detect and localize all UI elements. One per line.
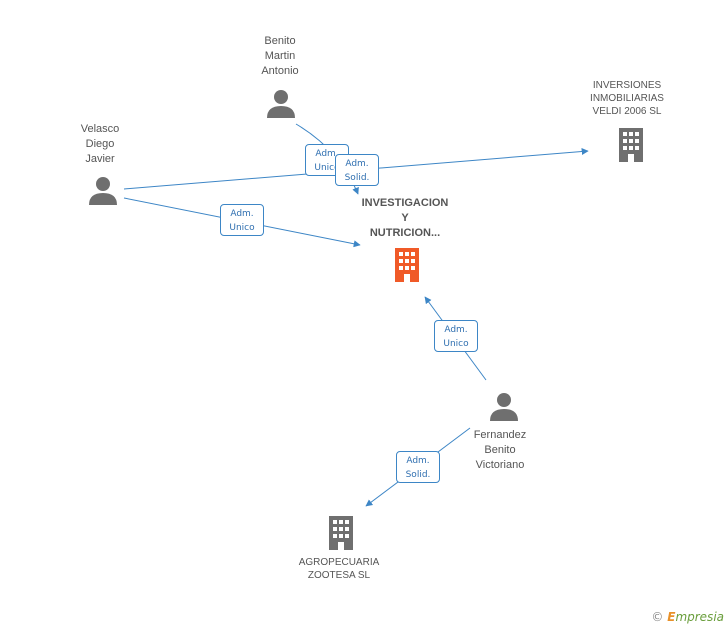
building-icon[interactable] <box>326 516 356 550</box>
edge-tag-line2: Unico <box>443 339 469 349</box>
edge-tag-line1: Adm. <box>345 159 369 169</box>
edge-tag-line2: Solid. <box>344 173 370 183</box>
edge-tag-line2: Unico <box>314 163 340 173</box>
person-icon[interactable] <box>266 89 296 119</box>
building-icon[interactable] <box>392 248 422 282</box>
edge-tag-line1: Adm. <box>315 149 339 159</box>
edge-tag-fernandez-agropecuaria[interactable]: Adm. Solid. <box>396 451 440 483</box>
edge-tag-line2: Solid. <box>405 470 431 480</box>
fernandez-label: Fernandez Benito Victoriano <box>473 429 527 471</box>
copyright-icon: © <box>651 610 664 624</box>
benito-label: Benito Martin Antonio <box>261 35 299 77</box>
velasco-label: Velasco Diego Javier <box>80 123 120 165</box>
inversiones-label: INVERSIONES INMOBILIARIAS VELDI 2006 SL <box>590 80 664 117</box>
edge-tag-velasco-investigacion[interactable]: Adm. Unico <box>220 204 264 236</box>
edge-tag-line1: Adm. <box>406 456 430 466</box>
footer-brand[interactable]: © Empresia <box>651 610 724 624</box>
agropecuaria-label: AGROPECUARIA ZOOTESA SL <box>298 557 380 581</box>
edge-tag-line2: Unico <box>229 223 255 233</box>
edge-tag-fernandez-investigacion[interactable]: Adm. Unico <box>434 320 478 352</box>
brand-logo: Empresia <box>667 610 724 624</box>
edge-tag-line1: Adm. <box>230 209 254 219</box>
person-icon[interactable] <box>489 392 519 422</box>
edge-tag-velasco-inversiones[interactable]: Adm. Solid. <box>335 154 379 186</box>
investigacion-label: INVESTIGACION Y NUTRICION... <box>361 197 449 239</box>
edge-tag-line1: Adm. <box>444 325 468 335</box>
person-icon[interactable] <box>88 176 118 206</box>
building-icon[interactable] <box>616 128 646 162</box>
